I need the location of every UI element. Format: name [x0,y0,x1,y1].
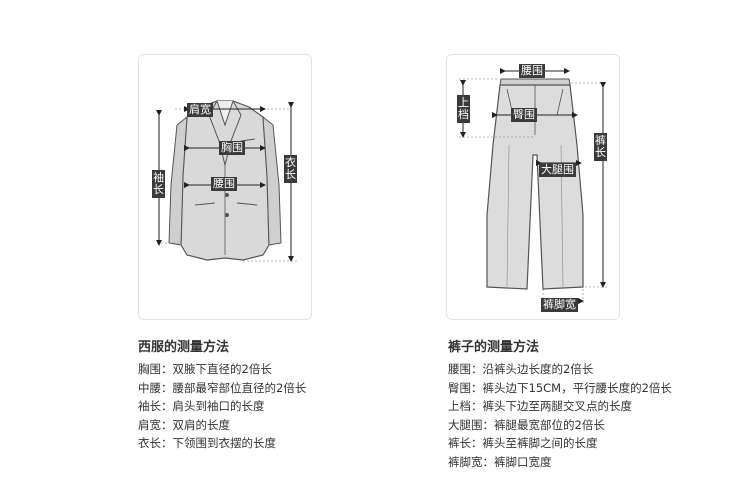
hem-width-tag: 裤脚宽 [541,298,578,312]
term: 中腰 [138,380,161,395]
list-item: 裤长：裤头至裤脚之间的长度 [448,436,598,450]
pants-length-tag: 裤长 [594,133,607,161]
term: 臀围 [448,380,471,395]
list-item: 衣长：下领围到衣摆的长度 [138,436,277,450]
pants-diagram-card: 腰围 上档 臀围 大腿围 裤长 裤脚宽 [446,54,620,320]
list-item: 上档：裤头下边至两腿交叉点的长度 [448,399,633,413]
list-item: 大腿围：裤腿最宽部位的2倍长 [448,417,605,432]
term: 上档 [448,399,471,413]
list-item: 肩宽：双肩的长度 [138,417,231,432]
sleeve-length-tag: 袖长 [152,170,165,198]
suit-waist-tag: 腰围 [211,177,237,191]
rise-tag: 上档 [457,95,470,123]
suit-section-title: 西服的测量方法 [138,340,230,355]
jacket-length-tag: 衣长 [284,155,297,183]
description: 双肩的长度 [172,417,231,432]
list-item: 腰围：沿裤头边长度的2倍长 [448,362,594,376]
list-item: 袖长：肩头到袖口的长度 [138,399,265,413]
description: 裤腿最宽部位的2倍长 [494,417,605,432]
term: 袖长 [138,399,161,413]
thigh-tag: 大腿围 [539,163,576,177]
pants-section-title: 裤子的测量方法 [448,340,540,355]
pants-waist-tag: 腰围 [519,64,545,78]
list-item: 中腰：腰部最窄部位直径的2倍长 [138,380,307,395]
chest-tag: 胸围 [219,141,245,155]
list-item: 臀围：裤头边下15CM，平行腰长度的2倍长 [448,380,672,395]
description: 裤头至裤脚之间的长度 [482,436,598,450]
shoulder-width-tag: 肩宽 [187,103,213,117]
description: 裤头下边至两腿交叉点的长度 [482,399,633,413]
description: 裤脚口宽度 [494,454,552,469]
pants-illustration [459,68,607,305]
description: 裤头边下15CM，平行腰长度的2倍长 [482,380,672,395]
term: 胸围 [138,362,161,376]
list-item: 胸围：双腋下直径的2倍长 [138,362,272,376]
pants-measurement-list: 腰围：沿裤头边长度的2倍长 臀围：裤头边下15CM，平行腰长度的2倍长 上档：裤… [448,360,672,471]
suit-measurement-list: 胸围：双腋下直径的2倍长 中腰：腰部最窄部位直径的2倍长 袖长：肩头到袖口的长度… [138,360,306,453]
term: 大腿围 [448,417,483,432]
hip-tag: 臀围 [511,108,537,122]
description: 沿裤头边长度的2倍长 [482,362,594,376]
suit-diagram-card: 肩宽 胸围 腰围 袖长 衣长 [138,54,312,320]
term: 裤长 [448,436,471,450]
term: 肩宽 [138,417,161,432]
list-item: 裤脚宽：裤脚口宽度 [448,454,552,469]
description: 肩头到袖口的长度 [172,399,265,413]
description: 双腋下直径的2倍长 [172,362,272,376]
description: 下领围到衣摆的长度 [172,436,277,450]
term: 衣长 [138,436,161,450]
description: 腰部最窄部位直径的2倍长 [172,380,307,395]
term: 裤脚宽 [448,454,483,469]
term: 腰围 [448,362,471,376]
